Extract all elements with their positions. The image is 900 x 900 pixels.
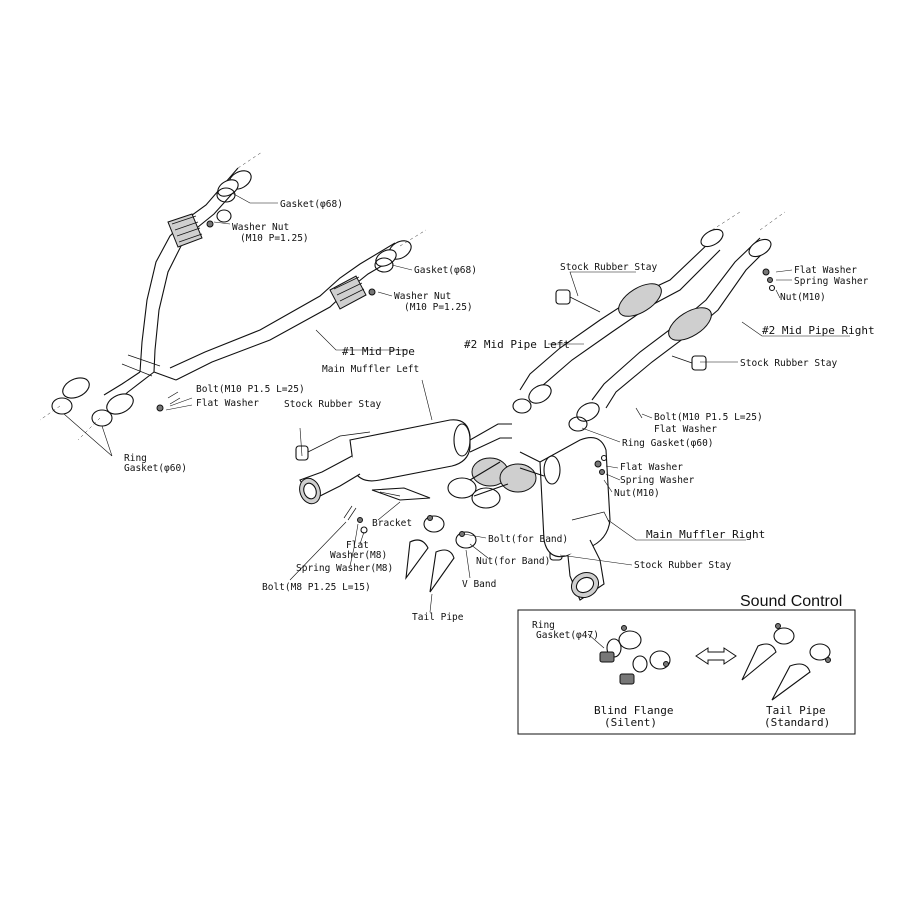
washers-nuts-right-parts — [594, 268, 776, 475]
label-flat-washer-r2: Flat Washer — [654, 424, 717, 435]
label-bolt-for-band: Bolt(for Band) — [488, 534, 568, 545]
label-ring-gasket-60-right: Ring Gasket(φ60) — [622, 438, 714, 449]
tail-pipe-standard-illustration — [741, 623, 831, 701]
label-ring-gasket-60-left-1: Ring — [124, 453, 147, 464]
label-mid-pipe-2-left: #2 Mid Pipe Left — [464, 338, 570, 351]
sc-tail-pipe: Tail Pipe — [766, 704, 826, 717]
label-gasket-68-b: Gasket(φ68) — [414, 265, 477, 276]
label-flat-washer-r1: Flat Washer — [794, 265, 857, 276]
v-band-tail-pipe-parts — [405, 515, 477, 593]
label-bolt-m10-right: Bolt(M10 P1.5 L=25) — [654, 412, 763, 423]
label-tail-pipe: Tail Pipe — [412, 612, 464, 623]
label-v-band: V Band — [462, 579, 496, 590]
label-bolt-m10-left: Bolt(M10 P1.5 L=25) — [196, 384, 305, 395]
label-flat-washer-left: Flat Washer — [196, 398, 259, 409]
label-nut-m10-r1: Nut(M10) — [780, 292, 826, 303]
label-flat-washer-r3: Flat Washer — [620, 462, 683, 473]
sc-tail-pipe-sub: (Standard) — [764, 716, 830, 729]
label-stock-rubber-stay-3: Stock Rubber Stay — [740, 358, 838, 369]
label-nut-for-band: Nut(for Band) — [476, 556, 550, 567]
bracket-part — [371, 487, 431, 501]
leader-lines — [63, 192, 850, 613]
sc-blind-flange-sub: (Silent) — [604, 716, 657, 729]
swap-arrow-icon — [695, 647, 737, 665]
sc-blind-flange: Blind Flange — [594, 704, 673, 717]
blind-flange-illustration — [587, 625, 671, 685]
sc-ring-gasket-1: Ring — [532, 620, 555, 631]
label-washer-nut-a-1: Washer Nut — [232, 222, 289, 233]
label-mid-pipe-2-right: #2 Mid Pipe Right — [762, 324, 875, 337]
label-gasket-68-a: Gasket(φ68) — [280, 199, 343, 210]
main-muffler-left-part — [299, 419, 512, 505]
mid-pipe-1-part — [39, 151, 427, 441]
label-flat-washer-m8-1: Flat — [346, 540, 369, 551]
main-muffler-right-part — [519, 437, 611, 601]
bolt-flat-washer-left — [156, 391, 181, 412]
label-mid-pipe-1: #1 Mid Pipe — [342, 345, 415, 358]
label-spring-washer-m8: Spring Washer(M8) — [296, 563, 393, 574]
mid-pipe-2-right-part — [568, 211, 786, 432]
label-flat-washer-m8-2: Washer(M8) — [330, 550, 387, 561]
label-washer-nut-b-2: (M10 P=1.25) — [404, 302, 473, 313]
label-main-muffler-left: Main Muffler Left — [322, 364, 419, 375]
label-stock-rubber-stay-1: Stock Rubber Stay — [284, 399, 382, 410]
sound-control-title: Sound Control — [740, 593, 842, 610]
label-stock-rubber-stay-4: Stock Rubber Stay — [634, 560, 732, 571]
bolt-m8-parts — [343, 505, 368, 534]
label-ring-gasket-60-left-2: Gasket(φ60) — [124, 463, 187, 474]
label-washer-nut-a-2: (M10 P=1.25) — [240, 233, 309, 244]
mid-pipe-2-left-part — [512, 228, 724, 414]
label-stock-rubber-stay-2: Stock Rubber Stay — [560, 262, 658, 273]
label-bracket: Bracket — [372, 518, 412, 529]
catalyst-left-part — [447, 457, 537, 509]
label-main-muffler-right: Main Muffler Right — [646, 528, 765, 541]
label-nut-m10-r3: Nut(M10) — [614, 488, 660, 499]
sc-ring-gasket-2: Gasket(φ47) — [536, 630, 599, 641]
sound-control-panel: Sound Control Ring Gasket( — [517, 593, 856, 735]
label-washer-nut-b-1: Washer Nut — [394, 291, 451, 302]
label-spring-washer-r1: Spring Washer — [794, 276, 869, 287]
label-spring-washer-r3: Spring Washer — [620, 475, 695, 486]
label-bolt-m8: Bolt(M8 P1.25 L=15) — [262, 582, 371, 593]
